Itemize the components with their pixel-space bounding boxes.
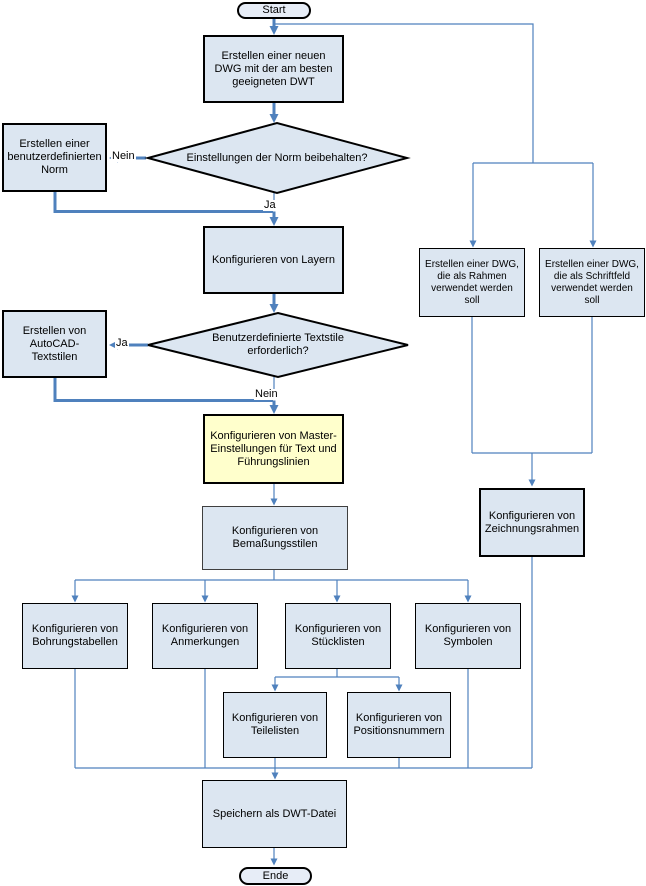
process-parts-lists: Konfigurieren von Stücklisten [285,603,391,669]
end-terminator: Ende [239,867,312,885]
process-dimension-styles: Konfigurieren von Bemaßungsstilen [202,506,348,570]
process-custom-norm: Erstellen einer benutzerdefinierten Norm [2,123,107,192]
start-terminator: Start [237,2,311,19]
process-configure-layers: Konfigurieren von Layern [203,226,344,294]
thin-connectors [71,23,597,866]
branch-label-yes-1: Ja [263,199,277,211]
process-symbols: Konfigurieren von Symbolen [415,603,521,669]
process-frame-dwg: Erstellen einer DWG, die als Rahmen verw… [419,248,525,317]
thick-connectors [53,19,279,414]
branch-label-no-2: Nein [254,388,279,400]
branch-label-yes-2: Ja [115,337,129,349]
process-save-dwt: Speichern als DWT-Datei [202,780,347,848]
process-drawing-borders: Konfigurieren von Zeichnungsrahmen [479,488,585,557]
process-balloons: Konfigurieren von Positionsnummern [347,692,451,758]
process-hole-tables: Konfigurieren von Bohrungstabellen [22,603,128,669]
decision-norm-diamond [144,121,411,195]
decision-textstyles-label: Benutzerdefinierte Textstile erforderlic… [212,332,344,357]
process-titleblock-dwg: Erstellen einer DWG, die als Schriftfeld… [539,248,645,317]
process-create-dwg: Erstellen einer neuen DWG mit der am bes… [203,35,344,103]
process-master-settings-highlighted: Konfigurieren von Master-Einstellungen f… [203,414,344,484]
decision-norm-label: Einstellungen der Norm beibehalten? [186,151,368,164]
process-autocad-textstyles: Erstellen von AutoCAD-Textstilen [2,310,107,378]
branch-label-no-1: Nein [111,150,136,162]
decision-textstyles-diamond [147,311,409,379]
process-annotations: Konfigurieren von Anmerkungen [152,603,258,669]
process-part-lists: Konfigurieren von Teilelisten [223,692,327,758]
